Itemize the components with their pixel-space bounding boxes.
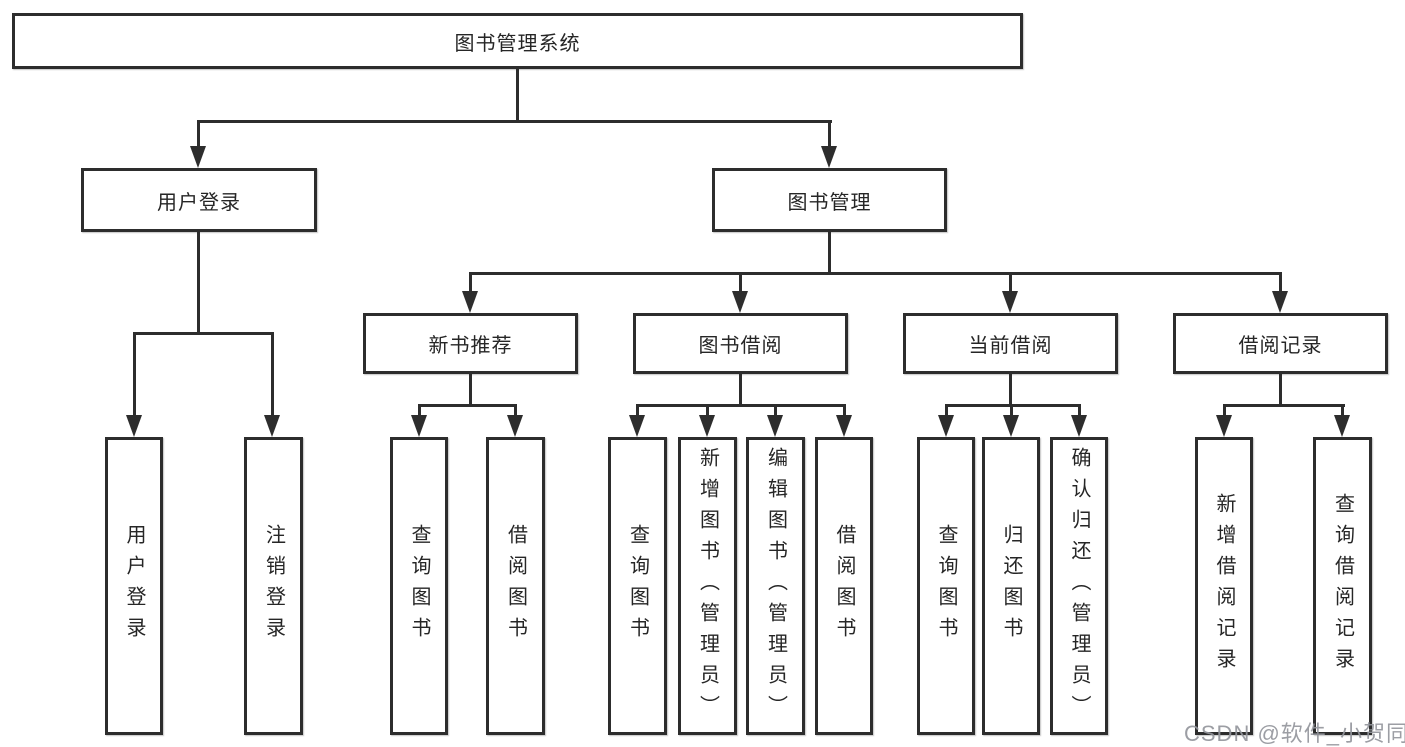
node-query-books-2: 查询图书 xyxy=(608,437,667,735)
connector-line xyxy=(1009,374,1012,407)
arrow-down-icon xyxy=(1071,415,1087,437)
watermark: CSDN @软件_小贺同学 xyxy=(1184,721,1405,746)
node-label: 借阅图书 xyxy=(833,524,855,648)
connector-line xyxy=(469,374,472,407)
connector-line xyxy=(1341,404,1344,418)
arrow-down-icon xyxy=(462,291,478,313)
node-borrow-books-2: 借阅图书 xyxy=(815,437,873,735)
node-label: 归还图书 xyxy=(1000,524,1022,648)
connector-line xyxy=(828,120,831,150)
connector-line xyxy=(133,332,274,335)
node-book-management: 图书管理 xyxy=(712,168,947,232)
connector-line xyxy=(271,332,274,420)
node-book-borrowing: 图书借阅 xyxy=(633,313,848,374)
arrow-down-icon xyxy=(836,415,852,437)
node-user-login-leaf: 用户登录 xyxy=(105,437,163,735)
node-current-borrowing: 当前借阅 xyxy=(903,313,1118,374)
node-edit-books-admin: 编辑图书（管理员） xyxy=(746,437,805,735)
connector-line xyxy=(636,404,846,407)
node-library-system: 图书管理系统 xyxy=(12,13,1023,69)
connector-line xyxy=(418,404,517,407)
connector-line xyxy=(843,404,846,418)
node-label: 用户登录 xyxy=(123,524,145,648)
connector-line xyxy=(1279,374,1282,407)
arrow-down-icon xyxy=(411,415,427,437)
arrow-down-icon xyxy=(190,146,206,168)
arrow-down-icon xyxy=(821,146,837,168)
node-label: 注销登录 xyxy=(262,524,285,648)
node-confirm-return-admin: 确认归还（管理员） xyxy=(1050,437,1108,735)
connector-line xyxy=(469,272,472,294)
node-label: 借阅图书 xyxy=(504,524,527,648)
arrow-down-icon xyxy=(767,415,783,437)
node-label: 图书借阅 xyxy=(698,335,783,357)
connector-line xyxy=(1279,272,1282,294)
connector-line xyxy=(706,404,709,418)
arrow-down-icon xyxy=(1003,415,1019,437)
node-label: 新增借阅记录 xyxy=(1213,493,1235,679)
arrow-down-icon xyxy=(264,415,280,437)
arrow-down-icon xyxy=(1334,415,1350,437)
node-label: 借阅记录 xyxy=(1238,335,1323,357)
arrow-down-icon xyxy=(732,291,748,313)
node-label: 图书管理 xyxy=(787,191,872,214)
arrow-down-icon xyxy=(1272,291,1288,313)
arrow-down-icon xyxy=(126,415,142,437)
node-borrow-books-1: 借阅图书 xyxy=(486,437,545,735)
node-label: 查询借阅记录 xyxy=(1331,493,1354,679)
node-user-login: 用户登录 xyxy=(81,168,317,232)
connector-line xyxy=(739,272,742,294)
connector-line xyxy=(418,404,421,418)
node-label: 新书推荐 xyxy=(428,335,513,357)
connector-line xyxy=(514,404,517,418)
node-label: 编辑图书（管理员） xyxy=(764,446,787,726)
connector-line xyxy=(469,272,1282,275)
node-label: 查询图书 xyxy=(935,524,957,648)
connector-line xyxy=(1010,404,1013,418)
node-borrowing-records: 借阅记录 xyxy=(1173,313,1388,374)
connector-line xyxy=(774,404,777,418)
node-label: 确认归还（管理员） xyxy=(1068,446,1090,726)
node-label: 新增图书（管理员） xyxy=(696,446,719,726)
connector-line xyxy=(945,404,1081,407)
arrow-down-icon xyxy=(699,415,715,437)
node-return-books: 归还图书 xyxy=(982,437,1040,735)
connector-line xyxy=(1223,404,1345,407)
node-label: 查询图书 xyxy=(626,524,649,648)
connector-line xyxy=(516,69,519,122)
node-logout-leaf: 注销登录 xyxy=(244,437,303,735)
connector-line xyxy=(197,232,200,335)
connector-line xyxy=(739,374,742,407)
connector-line xyxy=(1009,272,1012,294)
connector-line xyxy=(197,120,200,150)
node-query-borrow-record: 查询借阅记录 xyxy=(1313,437,1372,735)
arrow-down-icon xyxy=(629,415,645,437)
node-add-borrow-record: 新增借阅记录 xyxy=(1195,437,1253,735)
connector-line xyxy=(197,120,832,123)
node-label: 用户登录 xyxy=(157,191,241,214)
connector-line xyxy=(828,232,831,274)
node-add-books-admin: 新增图书（管理员） xyxy=(678,437,737,735)
connector-line xyxy=(945,404,948,418)
arrow-down-icon xyxy=(1216,415,1232,437)
connector-line xyxy=(133,332,136,420)
node-label: 当前借阅 xyxy=(968,335,1053,357)
connector-line xyxy=(1223,404,1226,418)
node-new-book-recommend: 新书推荐 xyxy=(363,313,578,374)
node-query-books-3: 查询图书 xyxy=(917,437,975,735)
node-query-books-1: 查询图书 xyxy=(390,437,448,735)
node-label: 查询图书 xyxy=(408,524,430,648)
connector-line xyxy=(636,404,639,418)
connector-line xyxy=(1078,404,1081,418)
node-label: 图书管理系统 xyxy=(454,32,581,55)
arrow-down-icon xyxy=(507,415,523,437)
arrow-down-icon xyxy=(1002,291,1018,313)
arrow-down-icon xyxy=(938,415,954,437)
